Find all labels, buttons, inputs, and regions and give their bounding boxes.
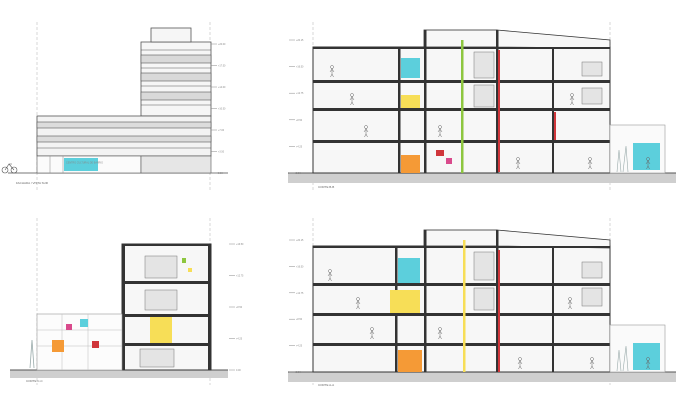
cyan-volume-aa	[398, 258, 420, 283]
level-label: 0.00	[236, 369, 241, 372]
level-label: +4.25	[296, 345, 303, 348]
person-figure	[515, 157, 521, 170]
person-figure	[355, 297, 361, 310]
section-aa-title: CORTE A-A	[318, 383, 334, 387]
green-column-line	[461, 40, 464, 173]
people-figures-aa	[327, 269, 651, 370]
person-figure	[363, 125, 369, 138]
green-accent-cc	[182, 258, 186, 263]
person-figure	[327, 269, 333, 282]
elevation-south: CENTRO CULTURAL DE BARRIO 0.00 +3.50 +7.00…	[1, 22, 228, 192]
ground-section-aa	[288, 372, 676, 382]
elevation-sign-text: CENTRO CULTURAL DE BARRIO	[66, 162, 103, 165]
section-bb-level-marks: 0.00 +4.25 +8.50 +12.75 +16.50 +20.15	[289, 39, 304, 175]
person-figure	[329, 65, 335, 78]
glass-cube-bb	[633, 143, 660, 170]
glass-cube-aa	[633, 343, 660, 370]
level-label: +14.00	[218, 86, 226, 89]
person-figure	[369, 327, 375, 340]
person-figure	[349, 93, 355, 106]
cyan-panel	[80, 319, 88, 327]
level-label: +4.25	[236, 338, 243, 341]
yellow-column-line-aa	[463, 240, 466, 372]
magenta-accent	[446, 158, 452, 164]
level-label: +3.50	[218, 151, 225, 154]
level-label: +12.75	[296, 292, 304, 295]
level-label: +20.15	[296, 239, 304, 242]
ground-section-bb	[288, 173, 676, 183]
people-figures-bb	[329, 65, 651, 170]
person-figure	[517, 357, 523, 370]
level-label: +4.25	[296, 145, 303, 148]
section-cc-level-marks: 0.00 +4.25 +8.50 +12.75 +16.50	[229, 243, 244, 372]
yellow-accent-cc	[188, 268, 192, 272]
red-column-line	[498, 50, 500, 172]
bicycle-icon	[1, 163, 18, 174]
level-label: +20.15	[296, 39, 304, 42]
elevation-sign-panel	[64, 158, 98, 171]
red-column-line-aa	[498, 250, 500, 372]
person-figure	[587, 157, 593, 170]
ground-section-cc	[10, 370, 228, 378]
level-label: +16.50	[296, 265, 304, 268]
level-label: +20.00	[218, 43, 226, 46]
level-label: +12.75	[236, 275, 244, 278]
section-bb-title: CORTE B-B	[318, 185, 334, 189]
section-cc-title: CORTE C-C	[26, 379, 43, 383]
section-bb: 0.00 +4.25 +8.50 +12.75 +16.50 +20.15 CORTE B…	[288, 22, 676, 192]
person-figure	[567, 297, 573, 310]
red-accent	[436, 150, 444, 156]
section-aa-level-marks: 0.00 +4.25 +8.50 +12.75 +16.50 +20.15	[289, 239, 304, 374]
person-figure	[645, 357, 651, 370]
level-label: +8.50	[296, 119, 303, 122]
level-label: +8.50	[236, 306, 243, 309]
elevation-title: FACHADA / VISTA SUR	[16, 181, 49, 185]
section-cc: 0.00 +4.25 +8.50 +12.75 +16.50 CORTE C-C	[10, 218, 244, 385]
level-label: +12.75	[296, 92, 304, 95]
level-label: +10.50	[218, 108, 226, 111]
level-label: +7.00	[218, 129, 225, 132]
red-column-line-upper	[554, 112, 556, 140]
level-label: 0.00	[218, 172, 223, 175]
level-label: 0.00	[296, 172, 301, 175]
person-figure	[437, 327, 443, 340]
cyan-volume	[401, 58, 420, 78]
level-label: +16.50	[236, 243, 244, 246]
person-figure	[569, 93, 575, 106]
person-figure	[589, 357, 595, 370]
person-figure	[437, 125, 443, 138]
person-figure	[645, 157, 651, 170]
level-label: +16.50	[296, 66, 304, 69]
magenta-panel	[66, 324, 72, 330]
yellow-volume-cc	[150, 317, 172, 343]
orange-volume	[401, 155, 420, 173]
yellow-volume-aa	[390, 290, 420, 313]
orange-volume-aa	[398, 350, 422, 372]
level-label: +17.50	[218, 65, 226, 68]
orange-panel	[52, 340, 64, 352]
elevation-level-marks: 0.00 +3.50 +7.00 +10.50 +14.00 +17.50 +20.00	[211, 43, 226, 175]
level-label: 0.00	[296, 371, 301, 374]
level-label: +8.50	[296, 318, 303, 321]
section-aa: 0.00 +4.25 +8.50 +12.75 +16.50 +20.15 CORTE A…	[288, 218, 676, 387]
red-panel	[92, 341, 99, 348]
yellow-volume	[401, 95, 420, 108]
